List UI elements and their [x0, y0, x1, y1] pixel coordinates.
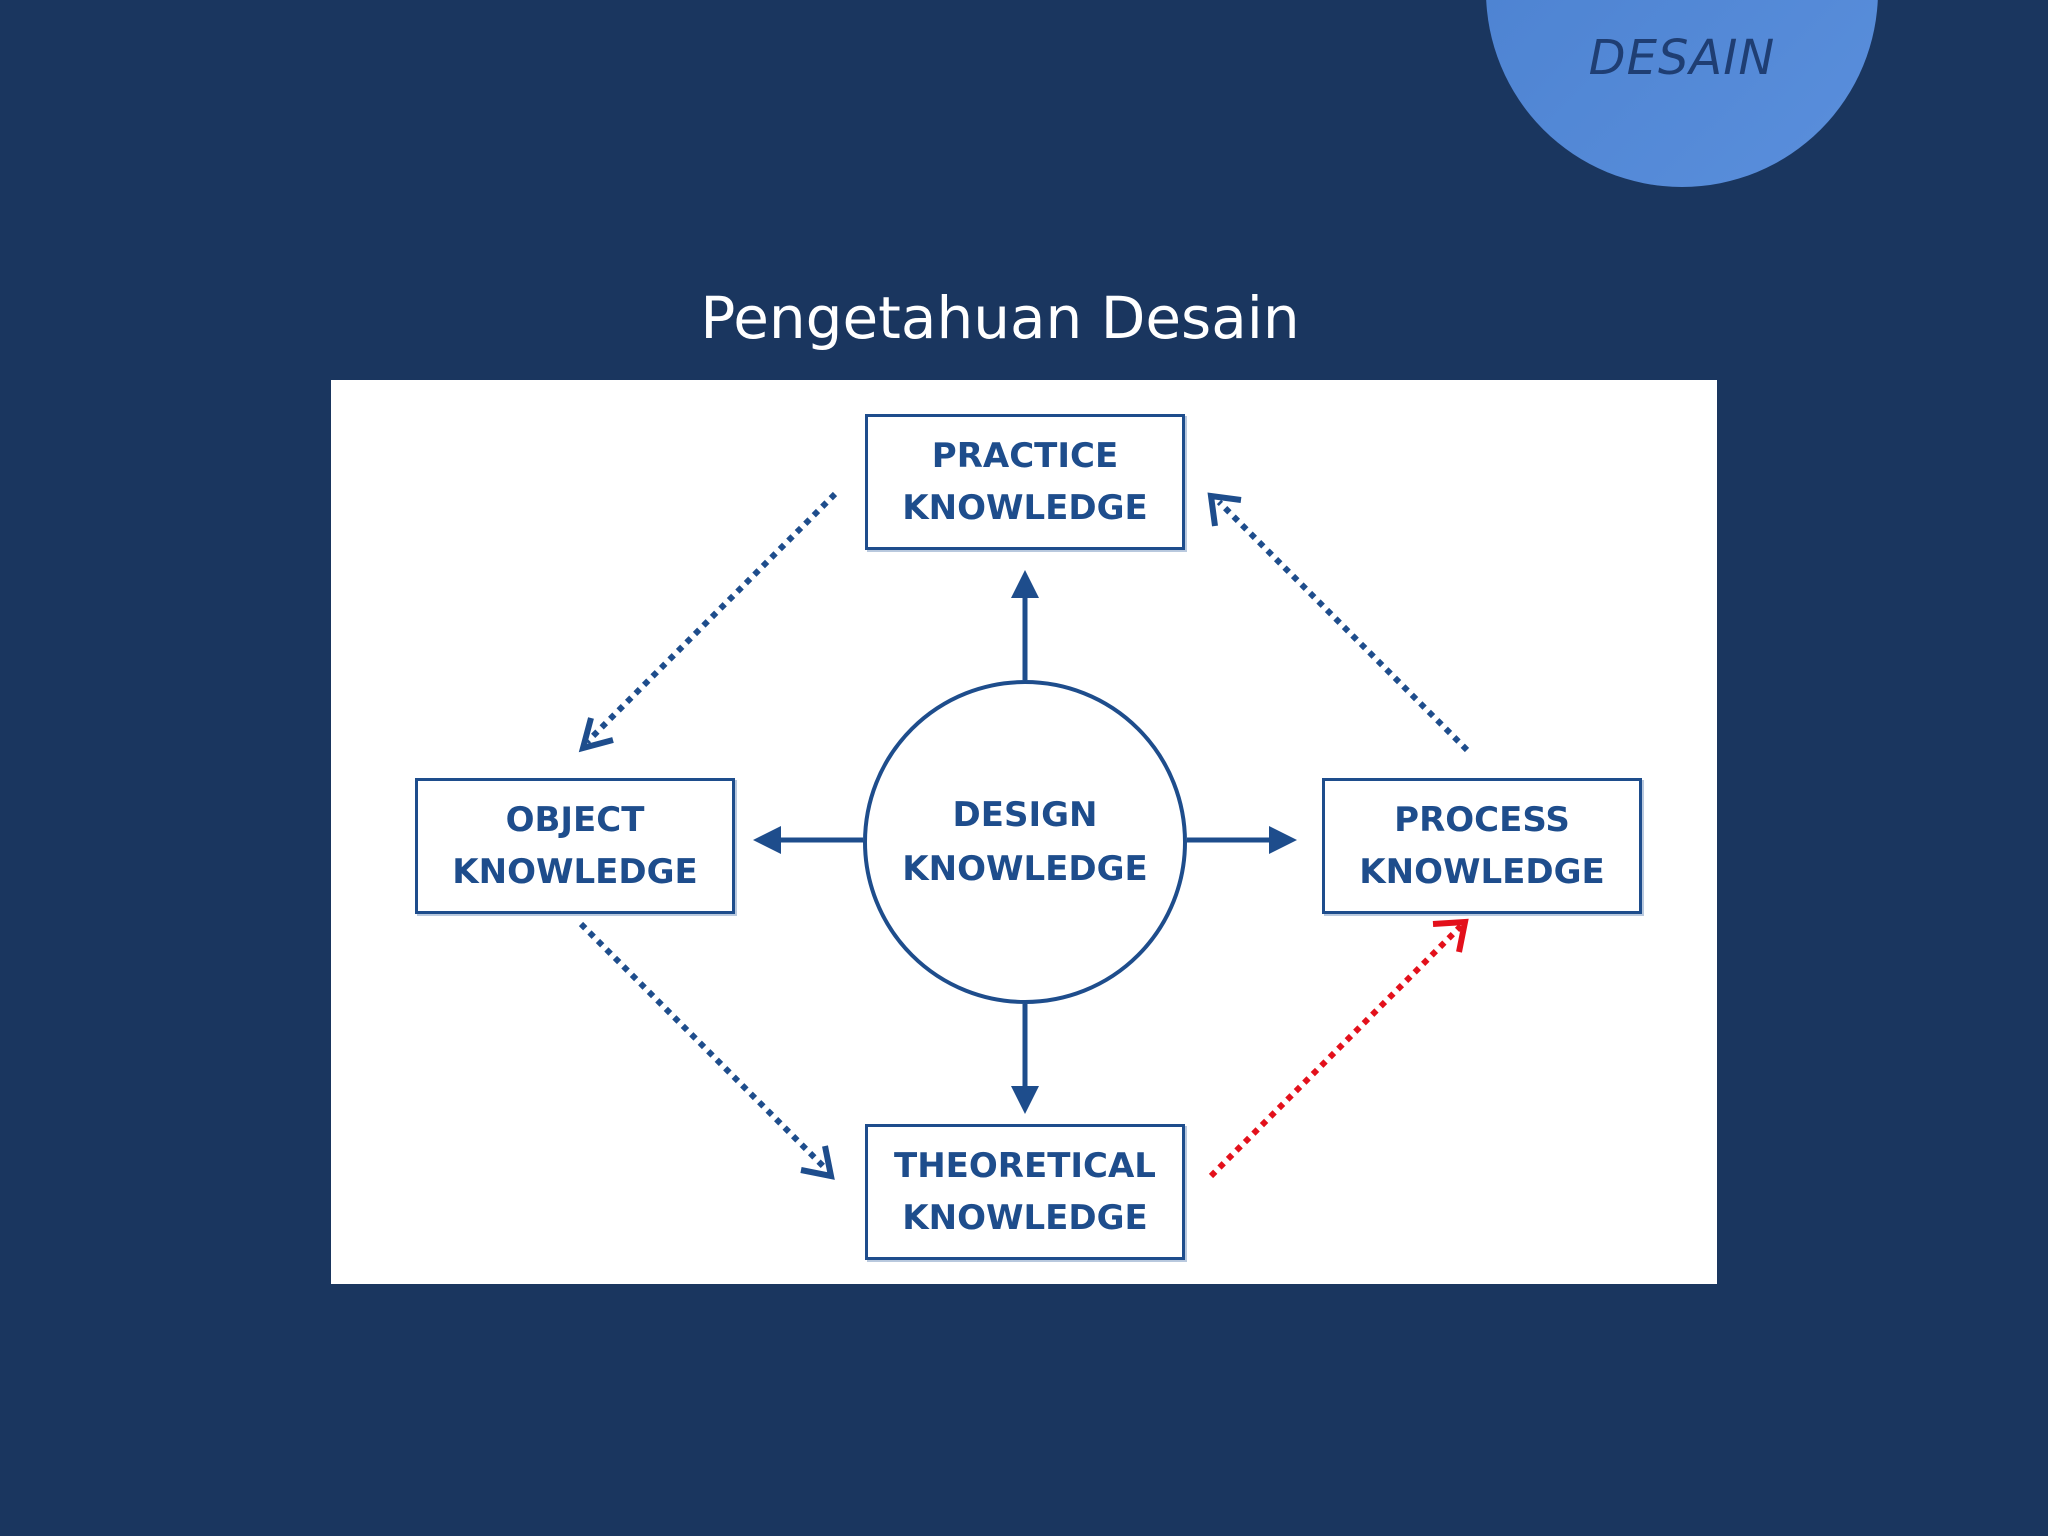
corner-badge-label: DESAIN: [1588, 30, 1776, 86]
object-knowledge-box: OBJECT KNOWLEDGE: [415, 778, 735, 914]
dotted-arrow-object-to-theoretical: [578, 921, 835, 1180]
diagram-panel: PRACTICE KNOWLEDGE OBJECT KNOWLEDGE PROC…: [331, 380, 1717, 1284]
theoretical-knowledge-box: THEORETICAL KNOWLEDGE: [865, 1124, 1185, 1260]
diagram-arrows: [578, 491, 1470, 1180]
corner-badge: [1486, 0, 1878, 187]
design-knowledge-line1: DESIGN: [952, 795, 1098, 835]
arrow-to-process-head: [1269, 826, 1297, 854]
object-knowledge-line1: OBJECT: [505, 800, 645, 840]
practice-knowledge-line1: PRACTICE: [931, 436, 1119, 476]
practice-knowledge-box: PRACTICE KNOWLEDGE: [865, 414, 1185, 550]
dotted-arrow-theoretical-to-process: [1208, 918, 1469, 1179]
process-knowledge-line2: KNOWLEDGE: [1359, 852, 1605, 892]
object-knowledge-line2: KNOWLEDGE: [452, 852, 698, 892]
practice-knowledge-line2: KNOWLEDGE: [902, 488, 1148, 528]
theoretical-knowledge-line2: KNOWLEDGE: [902, 1198, 1148, 1238]
arrow-to-practice-head: [1011, 570, 1039, 598]
arrow-to-object-head: [753, 826, 781, 854]
design-knowledge-circle: DESIGN KNOWLEDGE: [863, 680, 1187, 1004]
slide-title: Pengetahuan Desain: [700, 284, 1300, 352]
arrow-to-theoretical-head: [1011, 1086, 1039, 1114]
dotted-arrow-practice-to-object: [578, 491, 838, 753]
theoretical-knowledge-line1: THEORETICAL: [894, 1146, 1156, 1186]
process-knowledge-line1: PROCESS: [1394, 800, 1570, 840]
dotted-arrow-process-to-practice: [1207, 492, 1470, 753]
process-knowledge-box: PROCESS KNOWLEDGE: [1322, 778, 1642, 914]
design-knowledge-line2: KNOWLEDGE: [902, 849, 1148, 889]
